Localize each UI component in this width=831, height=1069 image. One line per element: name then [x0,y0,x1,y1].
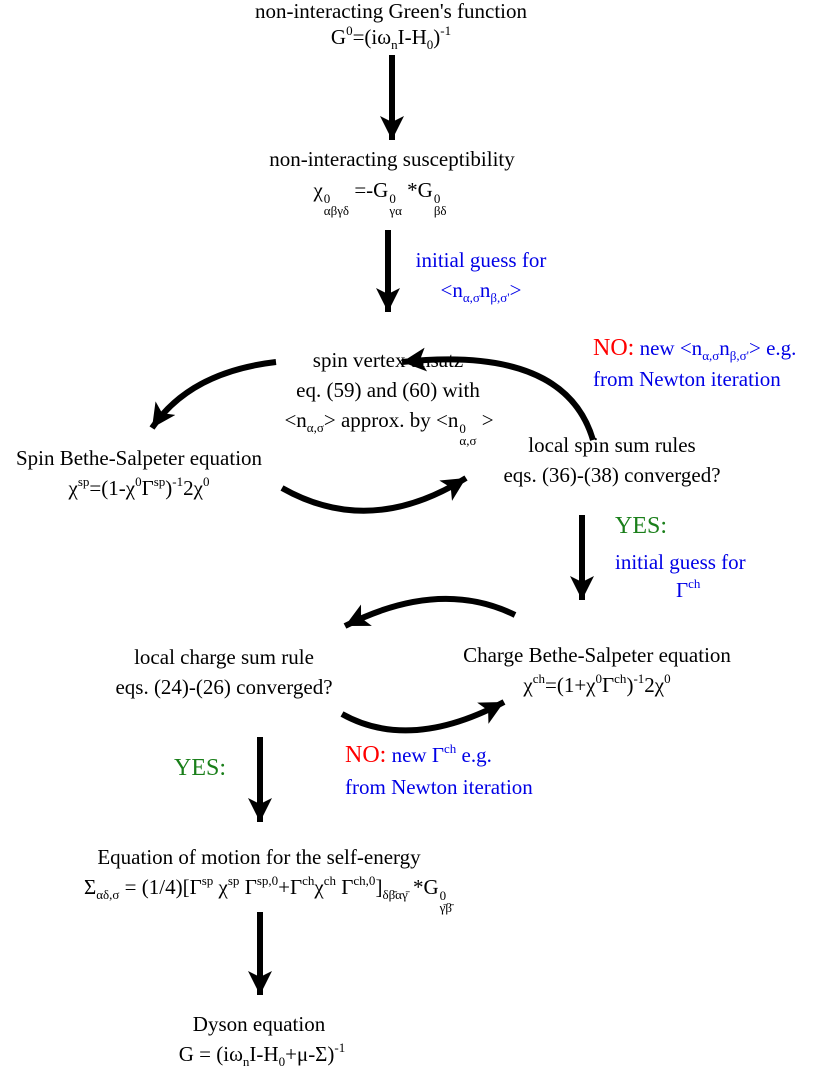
charge-yes-label: YES: [174,755,227,781]
node-charge-bse-title: Charge Bethe-Salpeter equation [463,643,731,667]
node-spin-sum-title: local spin sum rules [528,433,696,457]
arrow-charge-bse-to-sum [343,595,517,629]
charge-no-formula: Γch [431,741,457,767]
initial-guess-n-line1: initial guess for [415,248,547,272]
arrow-charge-no-loop [340,699,506,734]
initial-guess-n-formula: <nα,σnβ,σ'> [440,278,522,305]
node-dyson-eq: G = (iωnI-H0+μ-Σ)-1 [178,1040,346,1069]
node-spin-bse-eq: χsp=(1-χ0Γsp)-12χ0 [68,474,210,500]
node-eom-title: Equation of motion for the self-energy [97,845,421,869]
arrow-vertex-to-spin-bse [149,359,277,430]
spin-no-line2: from Newton iteration [593,367,781,391]
node-chi0-title: non-interacting susceptibility [269,147,515,171]
charge-no-line2: from Newton iteration [345,775,533,799]
spin-yes-line2: Γch [676,576,701,602]
charge-no-line1: NO: new Γch e.g. [345,741,492,768]
node-eom-eq: Σαδ,σ = (1/4)[Γsp χsp Γsp,0+Γchχch Γch,0… [83,873,453,915]
node-spin-vertex-line2: eq. (59) and (60) with [296,378,480,402]
spin-yes-line1: initial guess for [615,550,746,574]
spin-no-line1: NO: new <nα,σnβ,σ'> e.g. [593,335,797,363]
node-g0-title: non-interacting Green's function [254,0,528,23]
arrow-spin-no-loop [401,347,596,441]
node-charge-bse-eq: χch=(1+χ0Γch)-12χ0 [523,671,671,697]
node-g0-eq: G0=(iωnI-H0)-1 [330,23,452,52]
arrow-spin-bse-to-sum [280,475,468,514]
spin-no-formula: <nα,σnβ,σ'> [679,336,761,363]
node-charge-sum-title: local charge sum rule [134,645,314,669]
node-spin-bse-title: Spin Bethe-Salpeter equation [15,446,263,470]
node-spin-vertex-line1: spin vertex ansatz [312,348,464,372]
spin-yes-label: YES: [615,513,668,539]
node-spin-sum-check: eqs. (36)-(38) converged? [503,463,721,487]
node-dyson-title: Dyson equation [192,1012,326,1036]
node-charge-sum-check: eqs. (24)-(26) converged? [115,675,333,699]
